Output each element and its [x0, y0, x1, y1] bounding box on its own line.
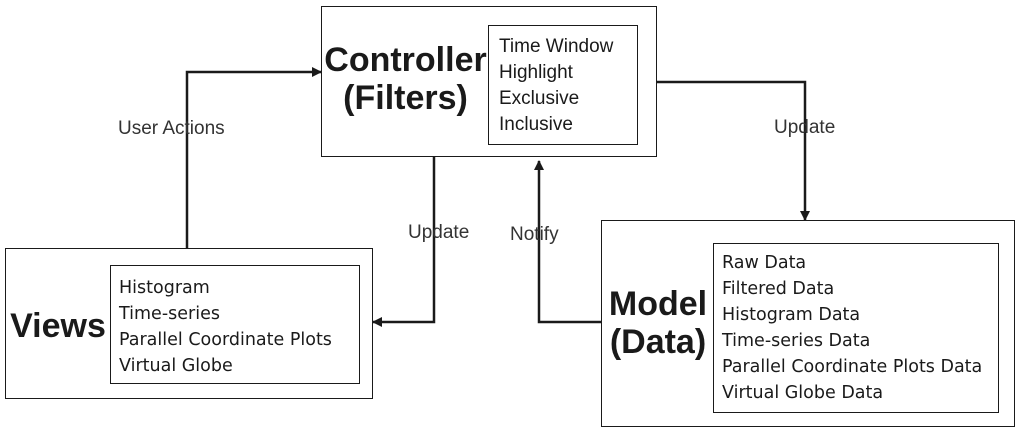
controller-filters-box: Time Window Highlight Exclusive Inclusiv… [488, 25, 638, 145]
model-item: Filtered Data [722, 279, 835, 299]
model-item: Virtual Globe Data [722, 383, 884, 403]
filter-item: Time Window [499, 36, 614, 57]
update-to-model-arrow [657, 80, 810, 221]
controller-title-line1: Controller [324, 41, 487, 79]
model-item: Raw Data [722, 253, 807, 273]
update-to-views-arrow [372, 157, 436, 327]
model-item: Time-series Data [722, 331, 871, 351]
controller-box: Controller (Filters) Time Window Highlig… [321, 6, 657, 157]
view-item: Parallel Coordinate Plots [119, 330, 332, 350]
update-to-model-label: Update [774, 117, 836, 138]
view-item: Histogram [119, 278, 210, 298]
notify-label: Notify [510, 224, 559, 245]
model-title-line2: (Data) [609, 323, 707, 361]
user-actions-label: User Actions [118, 118, 225, 139]
model-title: Model (Data) [602, 285, 714, 361]
controller-title-line2: (Filters) [343, 79, 468, 117]
views-items-box: Histogram Time-series Parallel Coordinat… [110, 265, 360, 384]
filter-item: Highlight [499, 62, 573, 83]
model-item: Histogram Data [722, 305, 861, 325]
filter-item: Exclusive [499, 88, 580, 109]
view-item: Virtual Globe [119, 356, 233, 376]
model-items-box: Raw Data Filtered Data Histogram Data Ti… [713, 243, 999, 413]
user-actions-arrow [185, 67, 322, 248]
notify-arrow [534, 160, 601, 324]
update-to-views-label: Update [408, 222, 470, 243]
view-item: Time-series [119, 304, 220, 324]
model-title-line1: Model [608, 285, 708, 323]
controller-title: Controller (Filters) [322, 41, 489, 117]
views-title: Views [10, 307, 106, 345]
model-item: Parallel Coordinate Plots Data [722, 357, 983, 377]
views-box: Views Histogram Time-series Parallel Coo… [5, 248, 373, 399]
model-box: Model (Data) Raw Data Filtered Data Hist… [601, 220, 1015, 427]
filter-item: Inclusive [499, 114, 573, 135]
